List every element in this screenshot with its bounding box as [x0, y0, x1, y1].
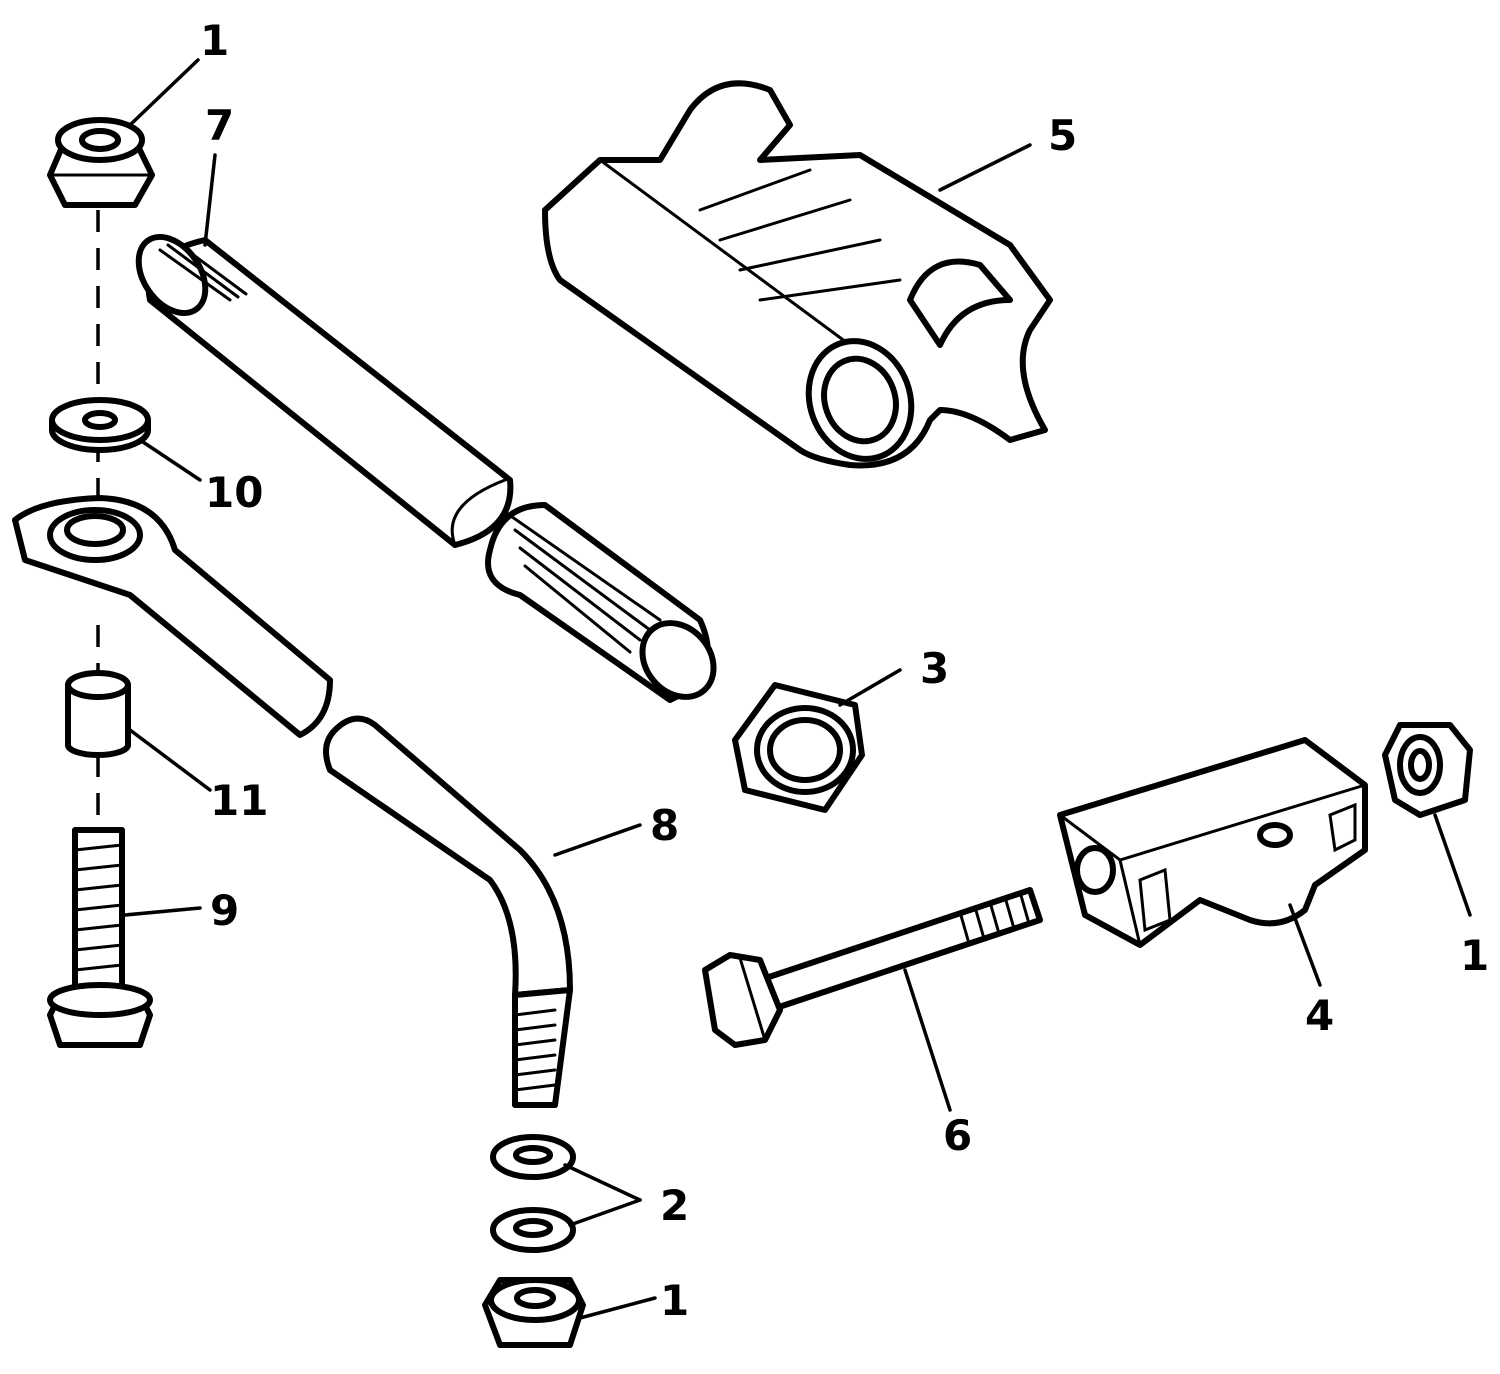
leader-lines	[123, 58, 1472, 1320]
rod-end-8-eye	[12, 495, 333, 738]
top-locknut	[47, 117, 155, 208]
callout-2: 2	[660, 1181, 689, 1230]
callout-1-top: 1	[200, 16, 229, 65]
threaded-sleeve	[485, 502, 717, 703]
jam-nut-3	[732, 682, 865, 813]
callout-8: 8	[650, 801, 679, 850]
callout-3: 3	[920, 644, 949, 693]
callout-labels: 1 7 5 10 3 11 8 9 1 4 6 2 1	[200, 16, 1489, 1325]
spacer-11	[65, 670, 131, 758]
callout-4: 4	[1305, 991, 1334, 1040]
callout-11: 11	[210, 776, 268, 825]
washer-10	[49, 397, 151, 453]
callout-6: 6	[943, 1111, 972, 1160]
callout-5: 5	[1048, 111, 1077, 160]
callout-1-right: 1	[1460, 931, 1489, 980]
callout-1-bottom: 1	[660, 1276, 689, 1325]
bolt-9	[47, 827, 153, 1048]
callout-9: 9	[210, 886, 239, 935]
washers-2	[490, 1134, 576, 1253]
right-locknut	[1382, 722, 1473, 818]
callout-10: 10	[205, 468, 263, 517]
bent-rod-8	[323, 715, 573, 1108]
callout-7: 7	[205, 101, 234, 150]
long-bolt-6	[702, 887, 1043, 1048]
bracket-5	[542, 80, 1053, 469]
tube-7	[135, 234, 514, 548]
bottom-locknut	[482, 1277, 586, 1348]
block-4	[1057, 737, 1368, 948]
